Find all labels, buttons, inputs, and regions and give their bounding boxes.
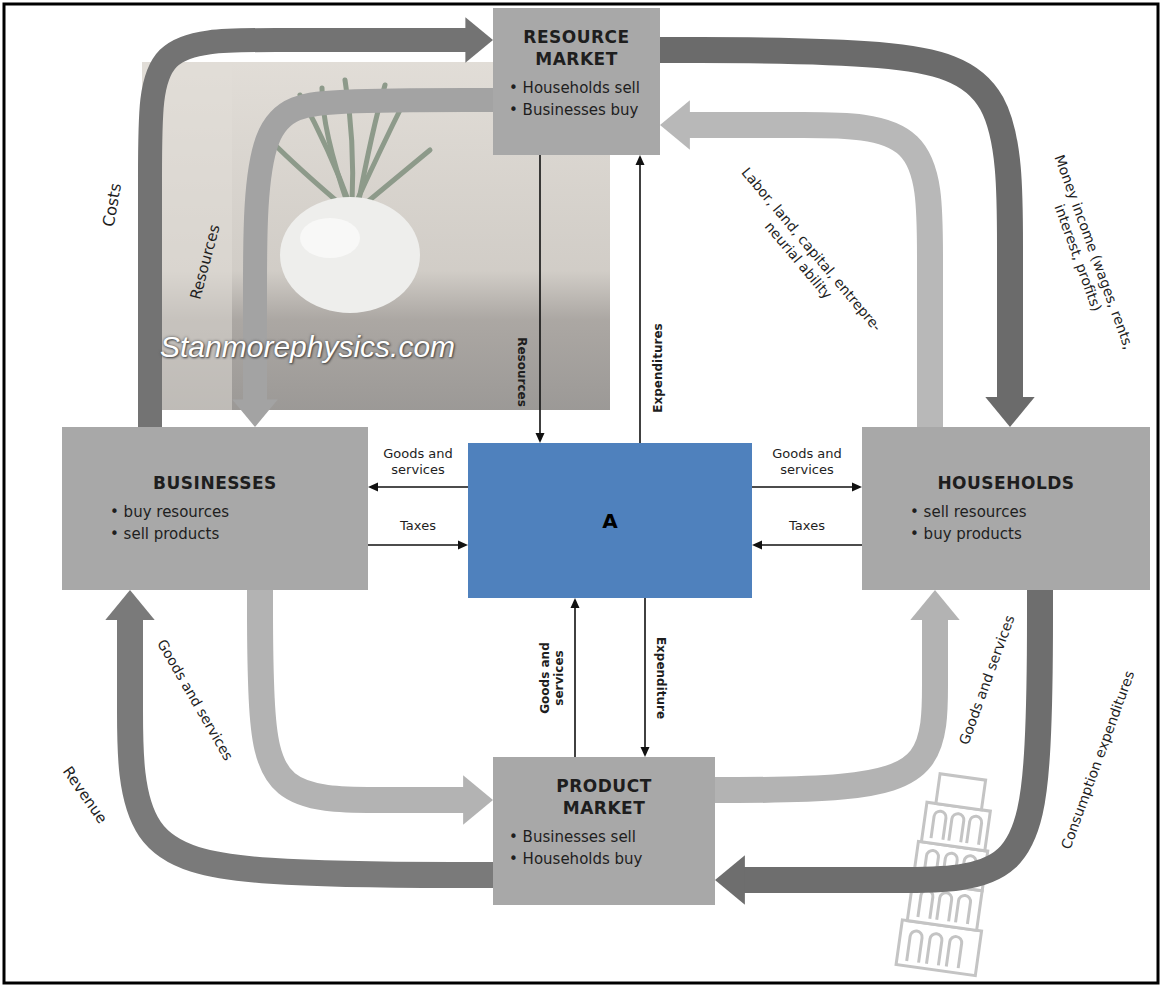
flow-label: Goods and services — [153, 635, 238, 765]
box-label: A — [602, 509, 617, 533]
arrow-shaft — [130, 619, 493, 875]
bullet-item: • Households buy — [509, 849, 642, 871]
flow-label: Expenditure — [654, 628, 668, 728]
flow-arrow — [105, 590, 493, 875]
sector-box: HOUSEHOLDS • sell resources• buy products — [862, 427, 1150, 590]
box-heading: RESOURCE MARKET — [514, 26, 639, 70]
flow-label: Resources — [185, 216, 226, 308]
flow-label: Goods and services — [373, 446, 463, 477]
flow-arrow — [752, 541, 862, 550]
sector-box: BUSINESSES • buy resources• sell products — [62, 427, 368, 590]
frame — [4, 4, 1158, 983]
arrow-head — [910, 590, 959, 620]
flow-label: Taxes — [757, 518, 857, 534]
flow-arrow — [660, 100, 930, 427]
arrow-shaft — [752, 486, 853, 488]
arrow-shaft — [639, 164, 641, 443]
flow-label: Resources — [515, 332, 529, 412]
box-heading: HOUSEHOLDS — [937, 472, 1074, 494]
arrow-head — [465, 17, 493, 63]
arrow-head — [752, 541, 762, 550]
flow-label: Costs — [97, 174, 126, 236]
arrow-shaft — [644, 598, 646, 748]
flow-arrow — [536, 155, 545, 443]
flow-arrow — [571, 598, 580, 757]
arrow-head — [660, 100, 690, 149]
arrow-head — [715, 855, 745, 904]
arrow-head — [232, 399, 278, 427]
flow-arrow — [368, 483, 468, 492]
flow-arrow — [260, 590, 493, 825]
arrow-head — [641, 747, 650, 757]
arrow-shaft — [377, 486, 468, 488]
arrow-shaft — [689, 125, 930, 427]
market-box: PRODUCT MARKET • Businesses sell• Househo… — [493, 757, 715, 905]
flow-arrow — [752, 483, 862, 492]
bullet-item: • buy resources — [110, 502, 229, 524]
arrow-shaft — [255, 100, 493, 400]
arrow-head — [536, 433, 545, 443]
arrow-shaft — [744, 590, 1040, 880]
bullet-item: • buy products — [910, 524, 1022, 546]
arrow-head — [105, 590, 154, 620]
arrow-head — [463, 775, 493, 824]
flow-arrow — [715, 590, 960, 790]
bullet-item: • Businesses sell — [509, 827, 636, 849]
bullet-item: • Businesses buy — [509, 100, 638, 122]
flow-arrow — [232, 100, 493, 427]
bullet-item: • Households sell — [509, 78, 640, 100]
arrow-shaft — [715, 619, 935, 790]
center-box: A — [468, 443, 752, 598]
arrow-shaft — [761, 544, 862, 546]
flow-arrow — [715, 590, 1040, 905]
flow-arrow — [150, 17, 493, 427]
flow-label: Goods and services — [538, 638, 567, 718]
bullet-item: • sell products — [110, 524, 219, 546]
flow-arrow — [660, 50, 1035, 427]
flow-arrow — [641, 598, 650, 757]
watermark: Stanmorephysics.com — [160, 330, 455, 364]
arrow-shaft — [260, 590, 464, 800]
flow-label: Taxes — [373, 518, 463, 534]
flow-label: Revenue — [58, 761, 113, 829]
arrow-shaft — [574, 607, 576, 757]
arrow-head — [985, 397, 1034, 427]
box-heading: PRODUCT MARKET — [542, 775, 667, 819]
flow-label: Consumption expenditures — [1058, 668, 1139, 852]
arrow-head — [571, 598, 580, 608]
arrow-head — [458, 541, 468, 550]
bullet-item: • sell resources — [910, 502, 1026, 524]
arrow-shaft — [368, 544, 459, 546]
box-heading: BUSINESSES — [153, 472, 277, 494]
flow-label: Expenditures — [651, 318, 665, 418]
arrow-head — [852, 483, 862, 492]
flow-arrow — [368, 541, 468, 550]
arrow-shaft — [660, 50, 1010, 398]
arrow-head — [368, 483, 378, 492]
flow-label: Goods and services — [757, 446, 857, 477]
flow-label: Money income (wages, rents, interest, pr… — [1033, 146, 1140, 364]
arrow-shaft — [539, 155, 541, 434]
market-box: RESOURCE MARKET • Households sell• Busine… — [493, 8, 660, 155]
flow-label: Labor, land, capital, entrepre- neurial … — [718, 156, 892, 354]
flow-arrow — [636, 155, 645, 443]
flow-label: Goods and services — [955, 611, 1019, 748]
arrow-head — [636, 155, 645, 165]
